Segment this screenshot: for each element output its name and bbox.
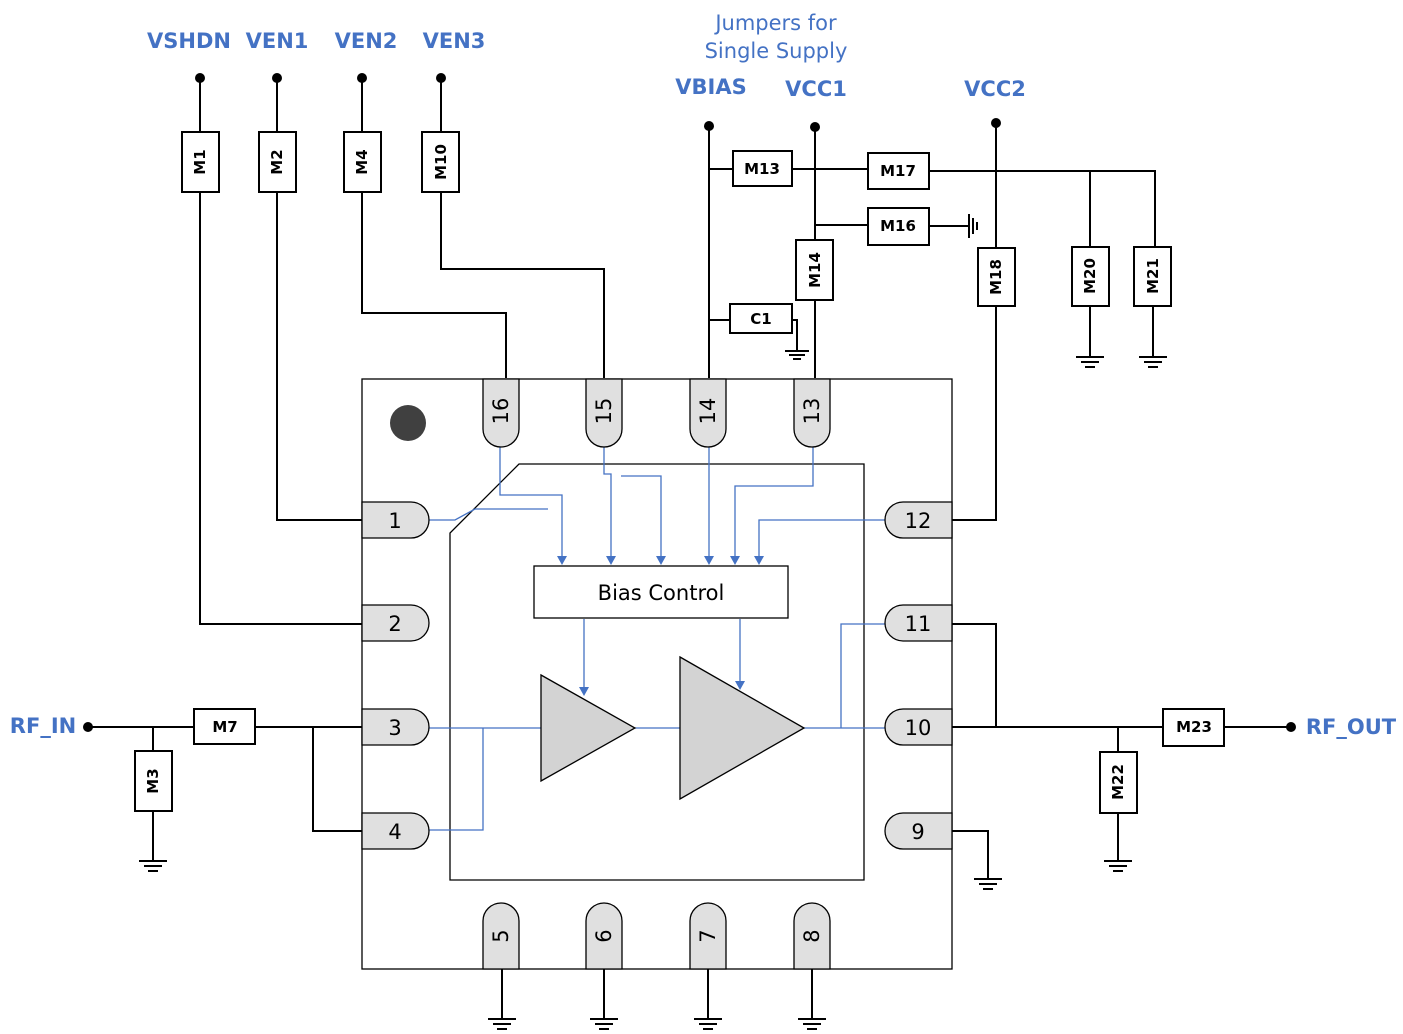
component-m14-label: M14 [806, 252, 824, 288]
pin-9: 9 [911, 820, 924, 844]
component-m4-label: M4 [353, 149, 371, 174]
pin-pads [361, 378, 953, 970]
bias-control-block [533, 565, 789, 619]
component-c1 [729, 303, 793, 334]
die-outline [449, 463, 865, 881]
component-m7 [193, 708, 256, 745]
jumper-note-line1: Jumpers for [713, 11, 837, 35]
net-vcc1: VCC1 [785, 77, 847, 101]
ground-icon [488, 1018, 516, 1030]
component-m23-label: M23 [1176, 718, 1212, 736]
pin-5: 5 [489, 929, 513, 942]
pin-16: 16 [489, 398, 513, 425]
component-m17-label: M17 [880, 162, 916, 180]
component-m10 [421, 131, 460, 193]
pin-11: 11 [905, 612, 932, 636]
ground-icon [1139, 356, 1167, 368]
ground-icon [798, 1018, 826, 1030]
net-vbias: VBIAS [675, 75, 746, 99]
net-ven2: VEN2 [335, 29, 398, 53]
ground-symbols [139, 214, 1167, 1030]
pin-13: 13 [800, 398, 824, 425]
wiring [88, 78, 1291, 1018]
net-ven3: VEN3 [423, 29, 486, 53]
component-m2-label: M2 [268, 149, 286, 174]
component-m13 [732, 150, 793, 187]
jumper-note-line2: Single Supply [705, 39, 848, 63]
component-m21 [1133, 246, 1172, 307]
component-m22 [1099, 751, 1138, 814]
pin-3: 3 [388, 716, 401, 740]
net-vcc2: VCC2 [964, 77, 1026, 101]
net-rf-out: RF_OUT [1306, 715, 1397, 739]
pin-10: 10 [905, 716, 932, 740]
component-m1 [181, 131, 220, 193]
pin-8: 8 [800, 929, 824, 942]
net-rf-in: RF_IN [10, 714, 76, 738]
component-m22-label: M22 [1109, 764, 1127, 800]
components: M1 M2 M4 M10 M14 M18 M20 M21 M3 M22 M13 … [134, 131, 1225, 814]
component-m13-label: M13 [744, 160, 780, 178]
pin-14: 14 [696, 398, 720, 425]
component-m7-label: M7 [212, 718, 237, 736]
pin-7: 7 [696, 929, 720, 942]
internal-wiring [429, 447, 885, 831]
ground-icon [968, 214, 978, 238]
pin-15: 15 [592, 398, 616, 425]
component-m23 [1162, 708, 1225, 747]
component-m14 [795, 239, 834, 301]
pin-2: 2 [388, 612, 401, 636]
pin-12: 12 [905, 509, 932, 533]
amplifier-stage-2 [679, 655, 806, 801]
component-c1-label: C1 [750, 310, 771, 328]
pin1-marker [390, 405, 426, 441]
pin-1: 1 [388, 509, 401, 533]
ground-icon [694, 1018, 722, 1030]
chip-package [361, 378, 953, 970]
pin-4: 4 [388, 820, 401, 844]
component-m2 [258, 131, 297, 193]
bias-control-label: Bias Control [598, 581, 725, 605]
amplifier-stage-1 [540, 673, 637, 783]
component-m10-label: M10 [432, 144, 450, 180]
component-m16-label: M16 [880, 217, 916, 235]
ground-icon [785, 350, 809, 360]
pin-6: 6 [592, 929, 616, 942]
ground-icon [974, 878, 1002, 890]
component-m18-label: M18 [987, 259, 1005, 295]
component-m18 [977, 247, 1016, 307]
ground-icon [1104, 860, 1132, 872]
component-m3 [134, 750, 173, 812]
pin-numbers: 1 2 3 4 12 11 10 9 16 15 14 13 5 6 7 8 [388, 398, 931, 943]
ground-icon [590, 1018, 618, 1030]
component-m16 [867, 207, 930, 246]
component-m4 [343, 131, 382, 193]
component-m20-label: M20 [1081, 258, 1099, 294]
terminals [83, 73, 1296, 732]
component-m3-label: M3 [144, 768, 162, 793]
ground-icon [1076, 356, 1104, 368]
component-m20 [1071, 246, 1110, 307]
component-m21-label: M21 [1144, 258, 1162, 294]
net-ven1: VEN1 [246, 29, 309, 53]
net-labels: VSHDN VEN1 VEN2 VEN3 VBIAS VCC1 VCC2 RF_… [10, 11, 1397, 739]
component-m1-label: M1 [191, 149, 209, 174]
ground-icon [139, 860, 167, 872]
net-vshdn: VSHDN [147, 29, 231, 53]
component-m17 [867, 152, 930, 190]
